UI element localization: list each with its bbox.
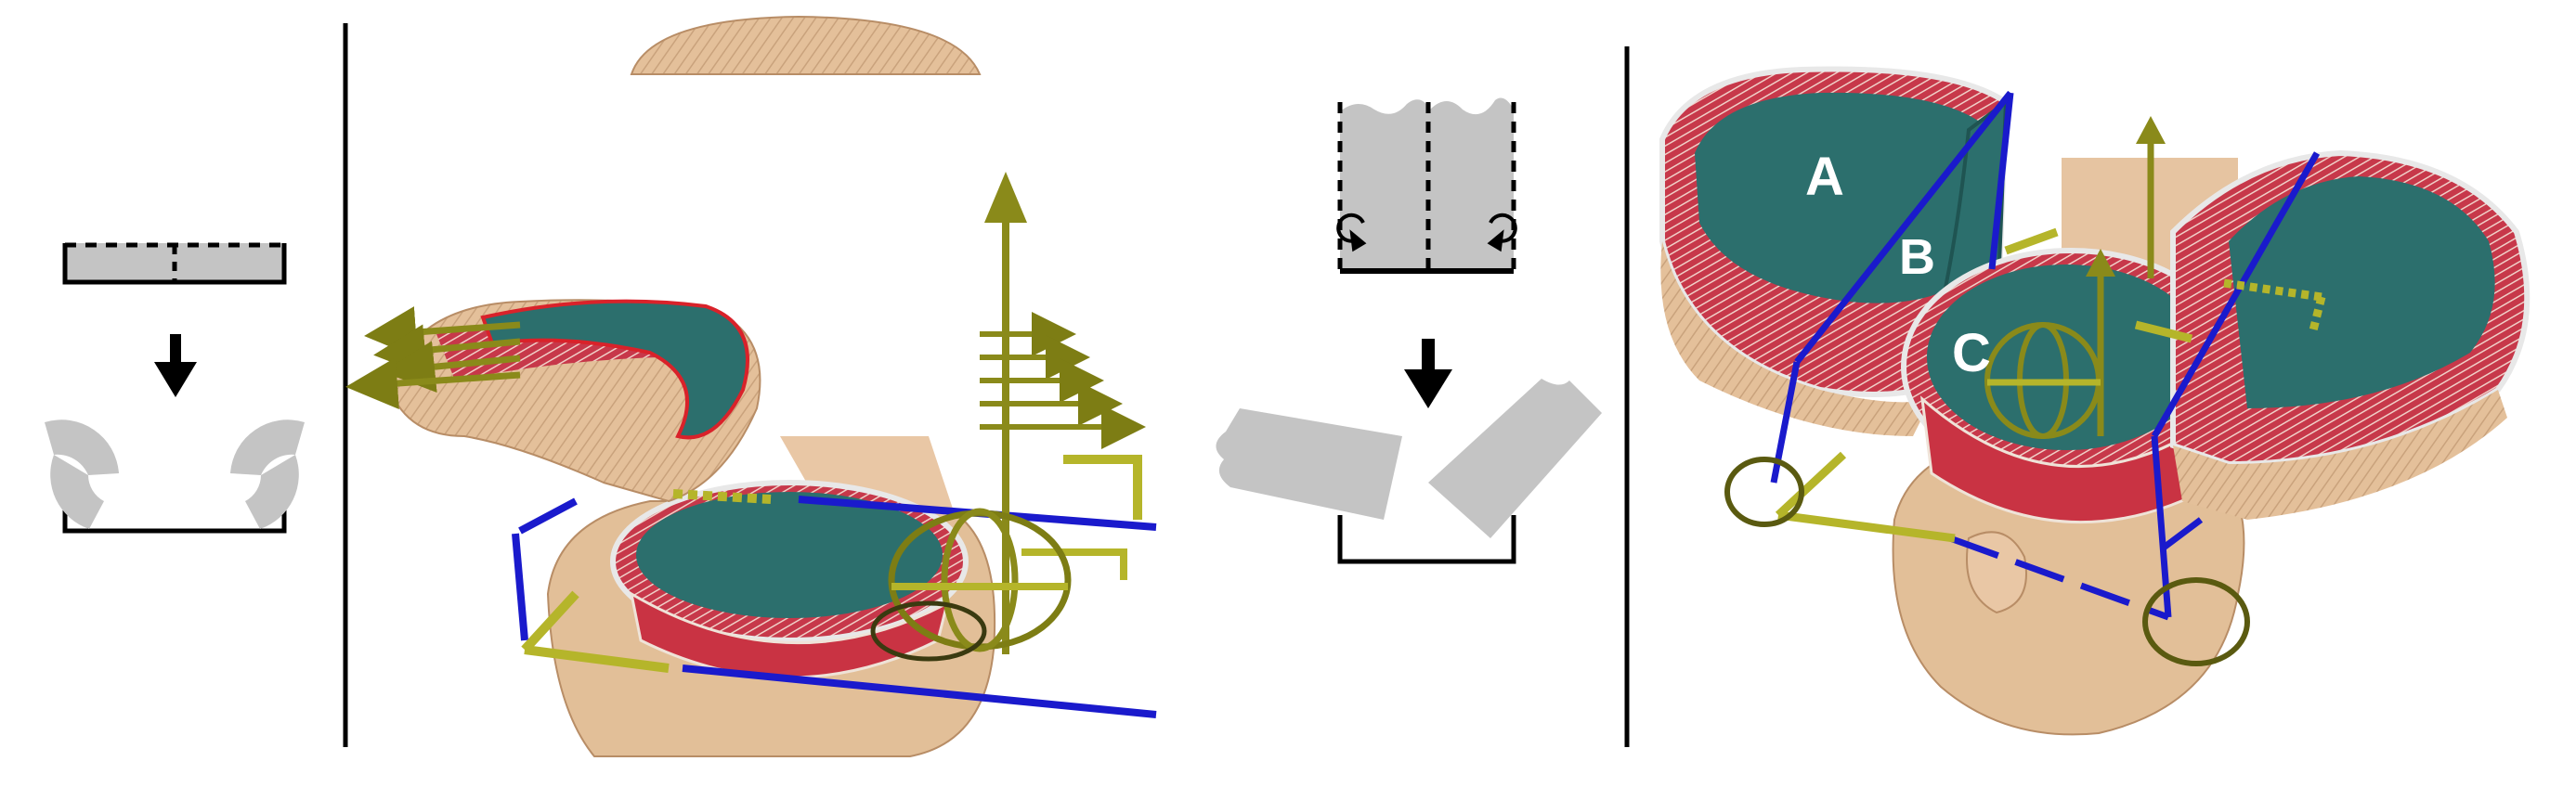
schematic-piece-left <box>1216 408 1402 520</box>
clip-plane-handles-2[interactable] <box>1775 227 2326 543</box>
axis-bracket-small <box>1021 548 1127 580</box>
clip-planes-2 <box>1770 90 2321 621</box>
peeled-cortex-surface <box>480 299 749 440</box>
head-top-cap <box>630 15 982 75</box>
rotate-arrow-icon <box>1336 213 1517 252</box>
schematic-flap-right <box>230 419 305 529</box>
translate-arrows-left[interactable] <box>345 306 521 410</box>
piece-d-cortex <box>2229 176 2495 408</box>
translate-arrows-right[interactable] <box>980 312 1146 449</box>
schematic-flap-left <box>45 419 119 529</box>
rotate-ring-left[interactable] <box>1724 457 1804 527</box>
schematic-two-sides <box>1216 97 1602 564</box>
piece-a-skin <box>1660 241 1932 436</box>
region-label-b: B <box>1899 229 1935 285</box>
down-arrow-icon-2 <box>1404 339 1452 408</box>
down-arrow-icon <box>154 334 197 397</box>
schematic-piece-right <box>1428 379 1602 538</box>
rotate-ring-right[interactable] <box>2142 577 2250 666</box>
piece-a-cortex <box>1695 92 1978 303</box>
schematic-one-side <box>45 242 305 534</box>
lower-cortex-surface <box>636 492 943 618</box>
axis-bracket <box>1063 455 1142 520</box>
rotation-gimbal-icon[interactable] <box>870 508 1072 662</box>
render-one-side <box>345 15 1157 757</box>
translate-arrow-icon-2[interactable] <box>2136 116 2166 278</box>
render-two-sides: A B C <box>1659 66 2530 736</box>
rotation-gimbal-icon-2[interactable] <box>1984 322 2101 439</box>
translate-arrow-icon-3[interactable] <box>2086 249 2115 436</box>
piece-d-skin <box>2173 390 2507 520</box>
region-label-a: A <box>1805 147 1844 207</box>
clip-plane-handle[interactable] <box>521 489 772 673</box>
schematic-bracket-2 <box>1337 515 1516 564</box>
translate-arrow-icon[interactable] <box>984 172 1027 654</box>
region-label-c: C <box>1952 323 1991 383</box>
